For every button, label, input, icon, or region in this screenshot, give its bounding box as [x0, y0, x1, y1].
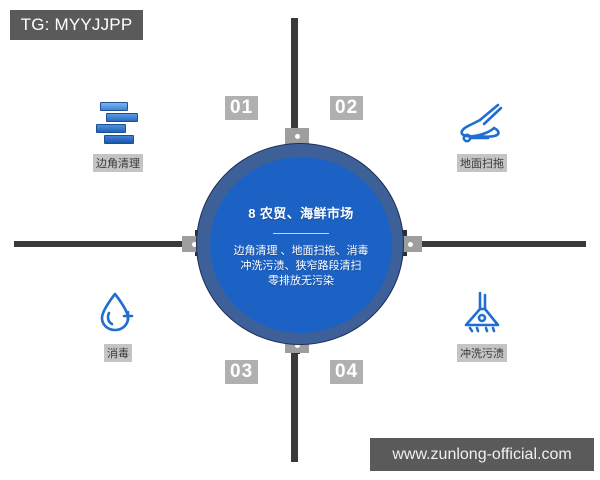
center-circle-inner: 8 农贸、海鲜市场 边角清理 、地面扫拖、消毒 冲洗污渍、狭窄路段清扫 零排放无…: [210, 157, 392, 333]
corner-label: 消毒: [104, 344, 132, 362]
corner-label: 地面扫拖: [457, 154, 507, 172]
step-number-01: 01: [225, 96, 259, 120]
stacked-bars-icon: [89, 98, 147, 148]
center-divider: [273, 233, 329, 234]
axis-line-right: [410, 241, 586, 247]
step-number-02: 02: [330, 96, 364, 120]
corner-item-floor-scrubbing: 地面扫拖: [427, 98, 537, 172]
connector-node-right: [398, 236, 422, 252]
corner-item-disinfection: 消毒: [63, 288, 173, 362]
center-description: 边角清理 、地面扫拖、消毒 冲洗污渍、狭窄路段清扫 零排放无污染: [233, 244, 368, 289]
connector-node-top: [285, 128, 309, 144]
corner-item-edge-cleaning: 边角清理: [63, 98, 173, 172]
telegram-tag-watermark: TG: MYYJJPP: [10, 10, 143, 40]
water-drop-plus-icon: [89, 288, 147, 338]
corner-label: 冲洗污渍: [457, 344, 507, 362]
floor-scrubber-icon: [453, 98, 511, 148]
axis-line-left: [14, 241, 191, 247]
corner-label: 边角清理: [93, 154, 143, 172]
center-description-line: 零排放无污染: [268, 275, 334, 287]
step-number-03: 03: [225, 360, 259, 384]
pressure-washer-icon: [453, 288, 511, 338]
axis-line-bottom: [291, 340, 298, 462]
website-watermark: www.zunlong-official.com: [370, 438, 594, 471]
center-title: 8 农贸、海鲜市场: [248, 206, 354, 221]
corner-item-stain-rinsing: 冲洗污渍: [427, 288, 537, 362]
axis-line-top: [291, 18, 298, 141]
step-number-04: 04: [330, 360, 364, 384]
center-circle: 8 农贸、海鲜市场 边角清理 、地面扫拖、消毒 冲洗污渍、狭窄路段清扫 零排放无…: [196, 143, 404, 345]
center-description-line: 冲洗污渍、狭窄路段清扫: [240, 260, 362, 272]
center-description-line: 边角清理 、地面扫拖、消毒: [233, 245, 369, 257]
